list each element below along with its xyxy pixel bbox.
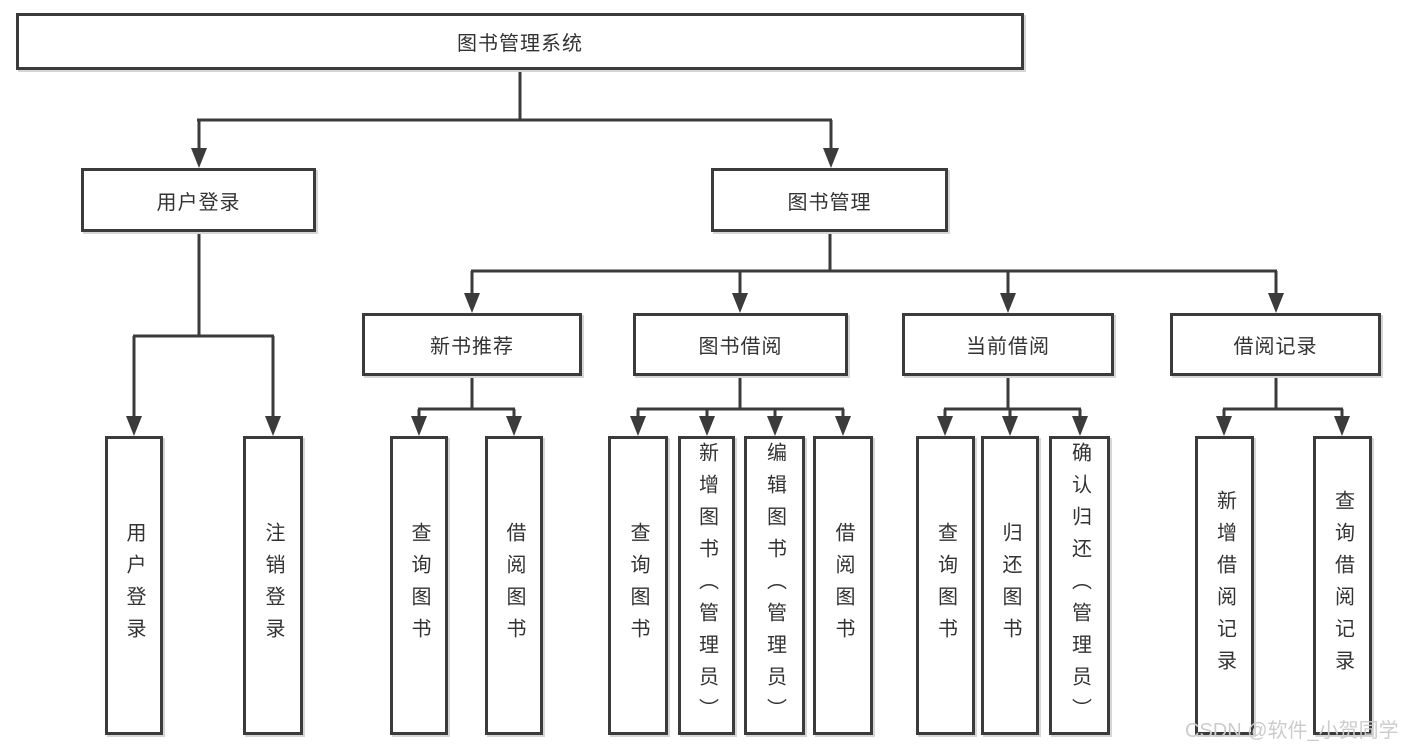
- node-return-books-label: 归还图书: [999, 521, 1021, 650]
- node-borrow-records-label: 借阅记录: [1233, 336, 1318, 358]
- node-book-management-label: 图书管理: [787, 191, 872, 214]
- node-confirm-return-admin: 确认归还（管理员）: [1049, 436, 1110, 735]
- node-borrow-books: 借阅图书: [813, 436, 873, 735]
- node-borrow-records: 借阅记录: [1170, 313, 1381, 376]
- node-edit-book-admin: 编辑图书（管理员）: [744, 436, 805, 735]
- node-library-system-label: 图书管理系统: [457, 33, 583, 55]
- node-library-system: 图书管理系统: [16, 13, 1024, 70]
- node-query-borrow-record-label: 查询借阅记录: [1331, 489, 1354, 682]
- node-query-books-current: 查询图书: [916, 436, 975, 735]
- node-borrow-books-recommend: 借阅图书: [485, 436, 543, 735]
- node-query-books-recommend: 查询图书: [390, 436, 448, 735]
- node-query-books-borrow: 查询图书: [608, 436, 668, 735]
- node-add-book-admin-label: 新增图书（管理员）: [695, 441, 718, 730]
- node-logout-label: 注销登录: [262, 521, 284, 650]
- node-new-book-recommend: 新书推荐: [362, 313, 582, 376]
- node-add-book-admin: 新增图书（管理员）: [678, 436, 735, 735]
- node-query-books-recommend-label: 查询图书: [408, 521, 430, 650]
- node-confirm-return-admin-label: 确认归还（管理员）: [1068, 441, 1091, 730]
- connector-borrow-record-children: [1216, 376, 1350, 436]
- node-book-borrow-label: 图书借阅: [698, 336, 783, 358]
- node-edit-book-admin-label: 编辑图书（管理员）: [763, 441, 786, 730]
- node-book-borrow: 图书借阅: [633, 313, 848, 376]
- node-current-borrow-label: 当前借阅: [966, 336, 1050, 358]
- node-add-borrow-record: 新增借阅记录: [1195, 436, 1254, 735]
- connector-new-book-children: [411, 376, 522, 436]
- node-borrow-books-recommend-label: 借阅图书: [503, 521, 525, 650]
- node-book-management: 图书管理: [711, 168, 948, 232]
- node-return-books: 归还图书: [981, 436, 1039, 735]
- node-query-borrow-record: 查询借阅记录: [1313, 436, 1372, 735]
- node-user-login-group: 用户登录: [81, 168, 316, 232]
- node-user-login-group-label: 用户登录: [156, 191, 241, 214]
- node-query-books-current-label: 查询图书: [934, 521, 957, 650]
- node-query-books-borrow-label: 查询图书: [627, 521, 649, 650]
- node-current-borrow: 当前借阅: [902, 313, 1114, 376]
- node-user-login: 用户登录: [105, 436, 163, 735]
- connector-user-login-children: [126, 232, 281, 436]
- node-borrow-books-label: 借阅图书: [832, 521, 854, 650]
- connector-book-mgmt-to-level3: [464, 233, 1284, 313]
- connector-current-borrow-children: [937, 376, 1088, 436]
- node-new-book-recommend-label: 新书推荐: [430, 336, 514, 358]
- connector-book-borrow-children: [630, 376, 851, 436]
- connector-root-to-level2: [191, 68, 839, 168]
- node-add-borrow-record-label: 新增借阅记录: [1213, 489, 1236, 682]
- node-logout: 注销登录: [243, 436, 303, 735]
- watermark: CSDN @软件_小贺同学: [1185, 720, 1399, 742]
- node-user-login-label: 用户登录: [123, 521, 145, 650]
